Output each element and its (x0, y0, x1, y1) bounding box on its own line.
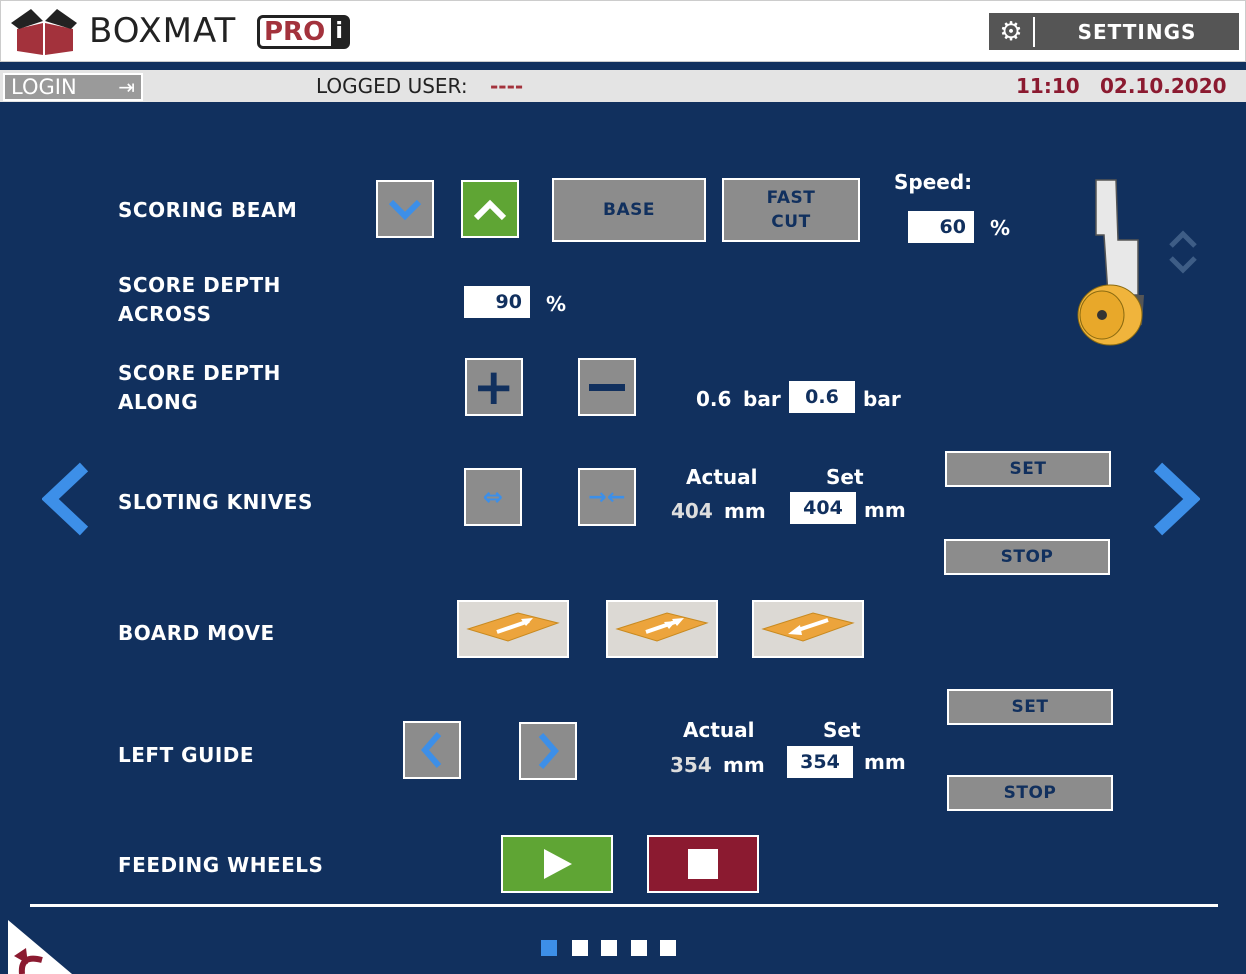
brand-name: BOXMAT (89, 11, 237, 51)
arrows-outward-icon: ⇔ (482, 483, 504, 511)
plus-icon: + (472, 358, 516, 416)
left-guide-left-button[interactable] (403, 721, 461, 779)
board-move-fast-forward-button[interactable] (606, 600, 718, 658)
guide-set-unit: mm (864, 750, 906, 774)
chevron-up-icon (473, 199, 507, 221)
score-depth-along-label: SCORE DEPTH (118, 361, 281, 385)
base-button[interactable]: BASE (552, 178, 706, 242)
stop-icon (688, 849, 718, 879)
knives-set-header: Set (826, 465, 864, 489)
gear-icon: ⚙ (989, 16, 1035, 47)
board-arrow-fast-forward-icon (615, 612, 709, 642)
knives-actual-unit: mm (724, 499, 766, 523)
speed-unit: % (990, 216, 1011, 240)
score-depth-along-label-2: ALONG (118, 390, 199, 414)
login-icon: ⇥ (118, 75, 135, 99)
left-guide-label: LEFT GUIDE (118, 743, 255, 767)
fast-cut-label: FAST CUT (766, 188, 816, 232)
brand-i: i (331, 18, 348, 46)
chevron-right-icon (538, 733, 559, 769)
scoring-beam-label: SCORING BEAM (118, 198, 298, 222)
footer-divider (30, 904, 1218, 907)
pressure-set-input[interactable]: 0.6 (789, 381, 855, 413)
wheel-up-down-icon[interactable] (1166, 228, 1200, 276)
score-depth-across-label: SCORE DEPTH (118, 273, 281, 297)
knives-actual-header: Actual (686, 465, 758, 489)
minus-button[interactable] (578, 358, 636, 416)
score-depth-across-input[interactable]: 90 (464, 286, 530, 318)
knives-set-label: SET (1009, 459, 1047, 479)
board-move-label: BOARD MOVE (118, 621, 275, 645)
settings-label: SETTINGS (1077, 19, 1197, 44)
box-logo-icon (11, 9, 77, 55)
guide-set-header: Set (823, 718, 861, 742)
knives-set-button[interactable]: SET (945, 451, 1111, 487)
header: BOXMAT PRO i ⚙ SETTINGS (0, 0, 1246, 62)
board-arrow-back-icon (761, 612, 855, 642)
guide-stop-label: STOP (1003, 783, 1057, 803)
settings-button[interactable]: ⚙ SETTINGS (989, 13, 1239, 50)
feeding-stop-button[interactable] (647, 835, 759, 893)
speed-label: Speed: (894, 170, 973, 194)
sloting-knives-label: SLOTING KNIVES (118, 490, 313, 514)
feeding-start-button[interactable] (501, 835, 613, 893)
board-arrow-forward-icon (466, 612, 560, 642)
scoring-wheel-image (1077, 179, 1144, 346)
play-icon (544, 849, 572, 879)
feeding-wheels-label: FEEDING WHEELS (118, 853, 324, 877)
knives-close-button[interactable]: →← (578, 468, 636, 526)
guide-actual-value: 354 (670, 753, 712, 777)
pressure-set-unit: bar (863, 387, 901, 411)
left-guide-right-button[interactable] (519, 722, 577, 780)
next-page-arrow-icon[interactable] (1150, 461, 1200, 537)
guide-actual-unit: mm (723, 753, 765, 777)
logged-user-value: ---- (490, 74, 524, 98)
guide-set-button[interactable]: SET (947, 689, 1113, 725)
user-bar: LOGIN ⇥ LOGGED USER: ---- 11:10 02.10.20… (0, 70, 1246, 102)
knives-set-input[interactable]: 404 (790, 492, 856, 524)
scoring-beam-up-button[interactable] (461, 180, 519, 238)
chevron-down-icon (388, 199, 422, 221)
board-move-forward-button[interactable] (457, 600, 569, 658)
score-depth-across-label-2: ACROSS (118, 302, 212, 326)
board-move-back-button[interactable] (752, 600, 864, 658)
login-button[interactable]: LOGIN ⇥ (3, 73, 143, 101)
speed-input[interactable]: 60 (908, 211, 974, 243)
minus-icon (589, 383, 625, 391)
page-dot-5[interactable] (660, 940, 676, 956)
prev-page-arrow-icon[interactable] (42, 461, 92, 537)
guide-actual-header: Actual (683, 718, 755, 742)
pressure-actual: 0.6 (696, 387, 732, 411)
logged-user-label: LOGGED USER: (316, 74, 468, 98)
logo: BOXMAT PRO i (7, 7, 351, 57)
login-label: LOGIN (11, 75, 77, 99)
fast-cut-button[interactable]: FAST CUT (722, 178, 860, 242)
pressure-actual-unit: bar (743, 387, 781, 411)
guide-stop-button[interactable]: STOP (947, 775, 1113, 811)
guide-set-input[interactable]: 354 (787, 746, 853, 778)
chevron-left-icon (421, 732, 442, 768)
plus-button[interactable]: + (465, 358, 523, 416)
knives-stop-label: STOP (1000, 547, 1054, 567)
brand-pro-badge: PRO i (257, 15, 351, 49)
page-dot-2[interactable] (572, 940, 588, 956)
brand-pro: PRO (264, 17, 326, 47)
knives-set-unit: mm (864, 498, 906, 522)
knives-actual-value: 404 (671, 499, 713, 523)
clock-date: 02.10.2020 (1100, 74, 1227, 98)
base-label: BASE (603, 200, 655, 220)
scoring-beam-down-button[interactable] (376, 180, 434, 238)
page-dot-4[interactable] (631, 940, 647, 956)
knives-spread-button[interactable]: ⇔ (464, 468, 522, 526)
guide-set-label: SET (1011, 697, 1049, 717)
score-depth-across-unit: % (546, 292, 567, 316)
page-dot-3[interactable] (601, 940, 617, 956)
knives-stop-button[interactable]: STOP (944, 539, 1110, 575)
header-stripe (0, 62, 1246, 70)
back-return-icon[interactable] (8, 920, 72, 974)
clock-time: 11:10 (1016, 74, 1080, 98)
arrows-inward-icon: →← (588, 484, 626, 510)
page-dot-1-active[interactable] (541, 940, 557, 956)
